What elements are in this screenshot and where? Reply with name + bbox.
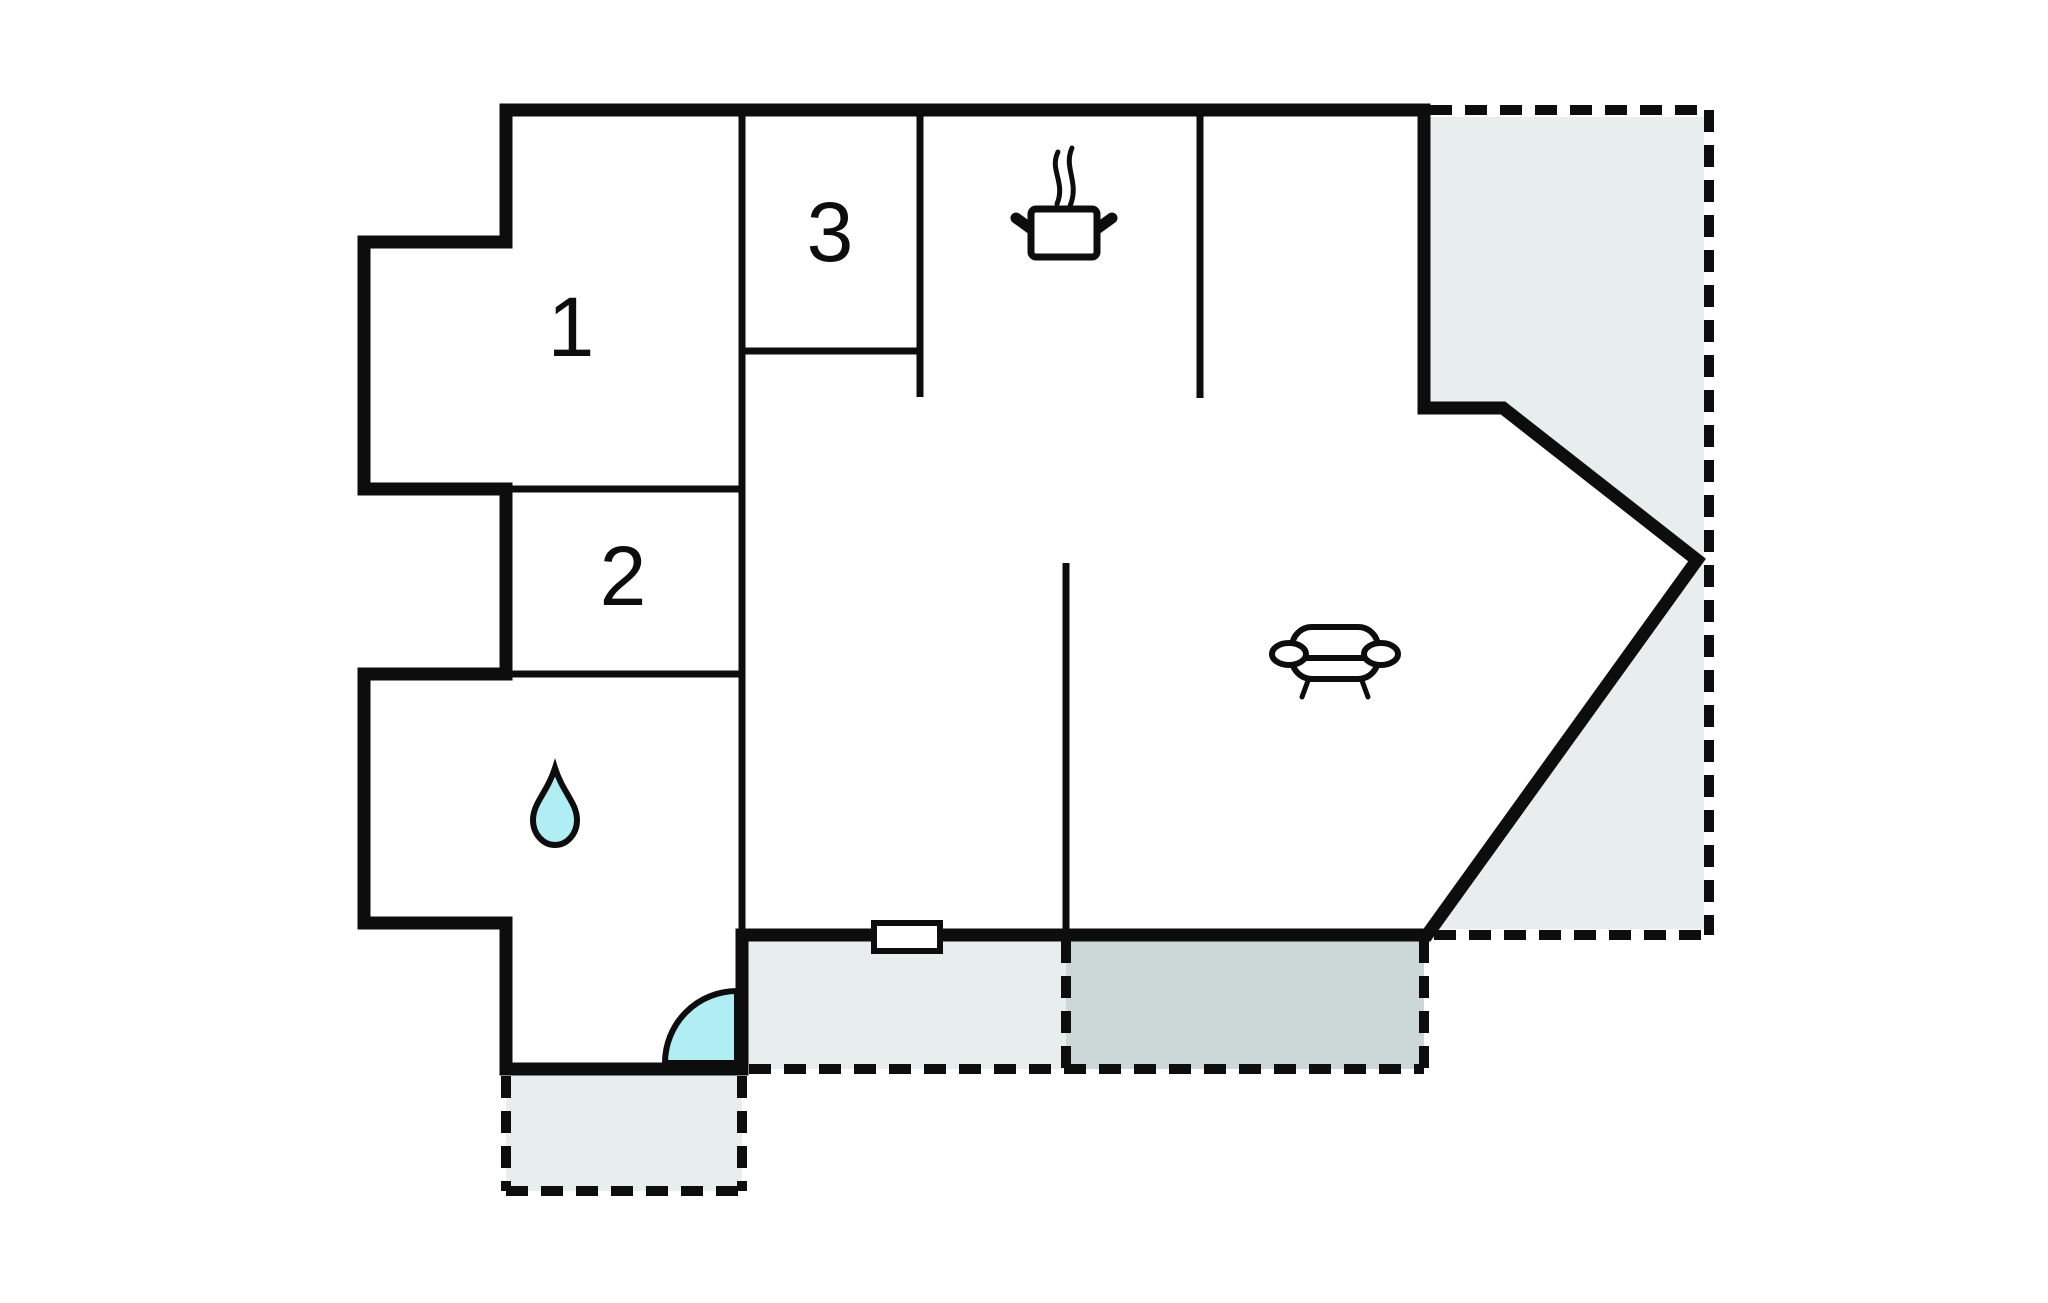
cooking-pot-icon xyxy=(1010,145,1118,261)
terrace-bottom-left xyxy=(506,1069,742,1191)
terrace-top-right xyxy=(1430,117,1704,929)
terrace-bottom-light xyxy=(742,935,1066,1069)
water-drop-icon xyxy=(529,758,581,849)
interior-walls xyxy=(506,114,1204,938)
sofa-icon xyxy=(1269,624,1401,700)
outer-walls xyxy=(357,103,1706,1076)
terrace-bottom-dark xyxy=(1066,935,1424,1069)
window-marker xyxy=(871,920,943,954)
room-label-3: 3 xyxy=(807,185,854,279)
terrace-dashed-boundaries xyxy=(501,105,1714,1196)
door-swing-icon xyxy=(661,987,740,1066)
room-label-1: 1 xyxy=(548,280,595,374)
room-label-2: 2 xyxy=(600,529,647,623)
